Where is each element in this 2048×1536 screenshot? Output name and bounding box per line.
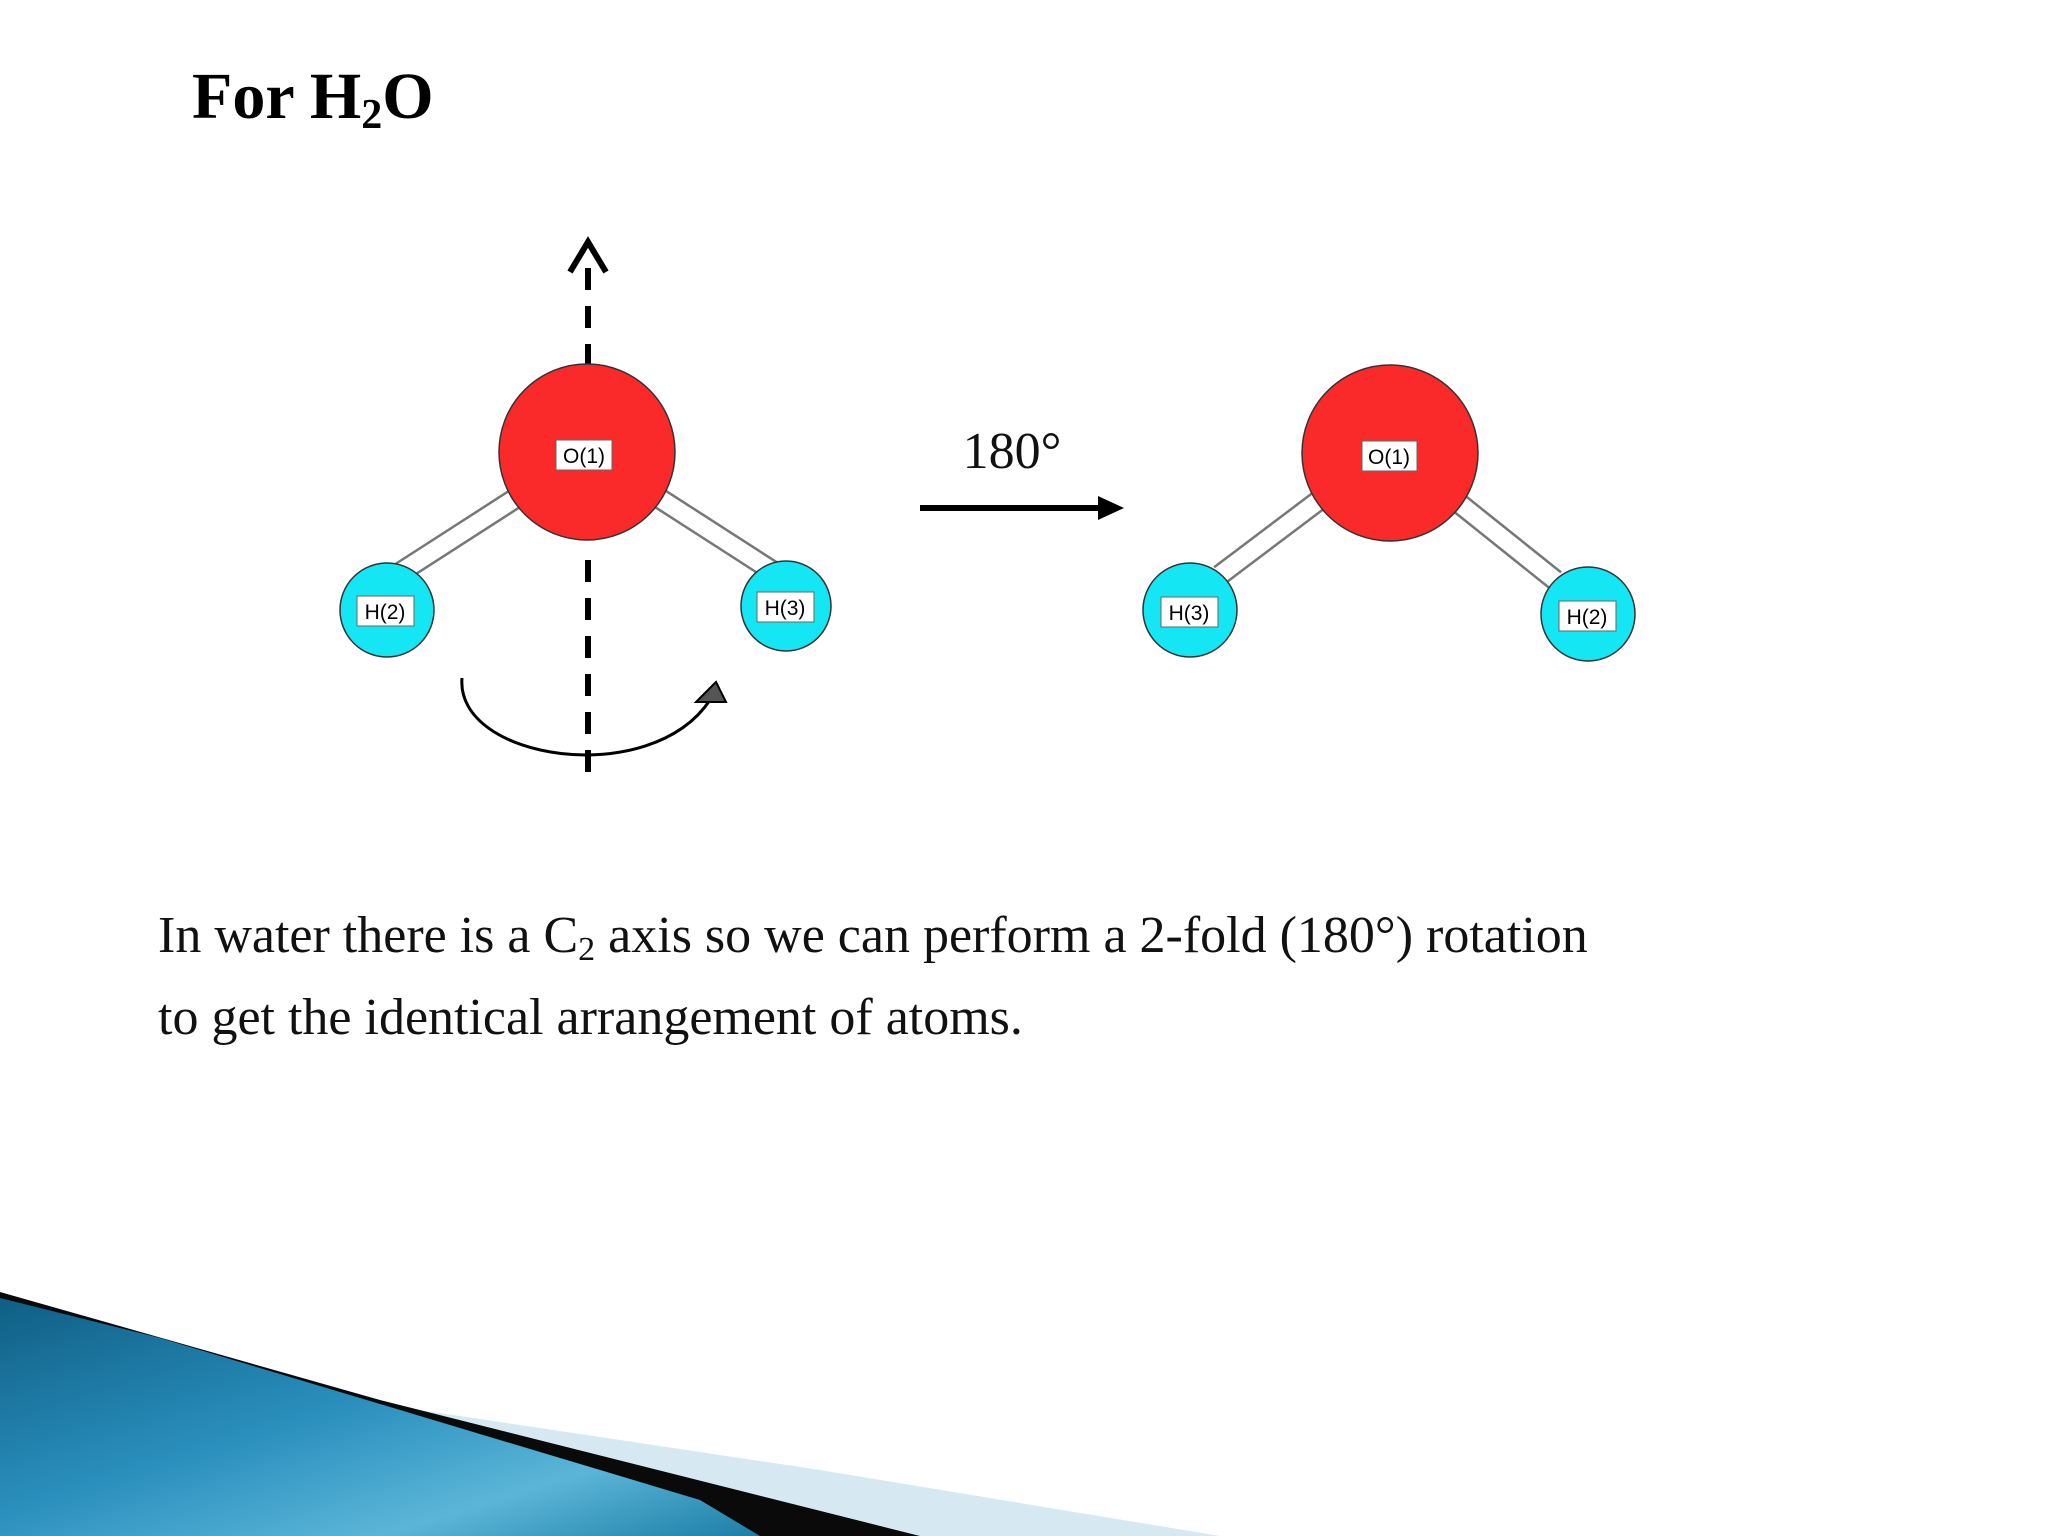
- atom-label-h-left-before: H(2): [365, 601, 406, 624]
- caption-line-2: to get the identical arrangement of atom…: [158, 989, 1023, 1046]
- atom-hydrogen-left-after: H(3): [1142, 562, 1238, 658]
- rotation-angle-label: 180°: [963, 423, 1062, 480]
- atom-label-o1-before: O(1): [563, 445, 605, 468]
- right-arrow-icon: [1098, 496, 1124, 520]
- atom-label-o1-after: O(1): [1368, 446, 1410, 469]
- atom-hydrogen-right-before: H(3): [740, 560, 832, 652]
- atom-hydrogen-left-before: H(2): [339, 562, 435, 658]
- atom-oxygen-after: O(1): [1301, 364, 1479, 542]
- bond-o1-h2-after: [1438, 483, 1562, 589]
- atom-label-h-right-after: H(2): [1567, 606, 1608, 629]
- title-prefix: For H: [192, 60, 362, 133]
- caption-line-1-part-2: axis so we can perform a 2-fold (180°) r…: [595, 907, 1588, 964]
- caption-text: In water there is a C2 axis so we can pe…: [158, 902, 1878, 1052]
- molecule-before: O(1) H(2) H(3): [339, 236, 832, 785]
- c2-axis: [567, 236, 609, 785]
- axis-arrowhead-icon: [567, 236, 609, 274]
- molecule-after: O(1) H(3) H(2): [1142, 364, 1636, 662]
- title-subscript: 2: [361, 92, 383, 138]
- title-suffix: O: [382, 60, 434, 133]
- rotation-arrowhead-icon: [693, 680, 728, 703]
- swoosh-blue-band: [0, 1298, 760, 1536]
- atom-label-h-left-after: H(3): [1169, 602, 1210, 625]
- caption-line-1-part-1: In water there is a C: [158, 907, 579, 964]
- rotation-arrow: 180°: [920, 423, 1124, 520]
- rotation-arc-arrow: [460, 677, 728, 757]
- caption-line-1: In water there is a C2 axis so we can pe…: [158, 902, 1878, 984]
- slide-title: For H2O: [192, 64, 434, 138]
- atom-oxygen-before: O(1): [498, 363, 676, 541]
- bond-o1-h3-after: [1213, 483, 1337, 584]
- caption-line-1-subscript: 2: [578, 931, 596, 968]
- atom-label-h-right-before: H(3): [765, 597, 806, 620]
- atom-hydrogen-right-after: H(2): [1540, 566, 1636, 662]
